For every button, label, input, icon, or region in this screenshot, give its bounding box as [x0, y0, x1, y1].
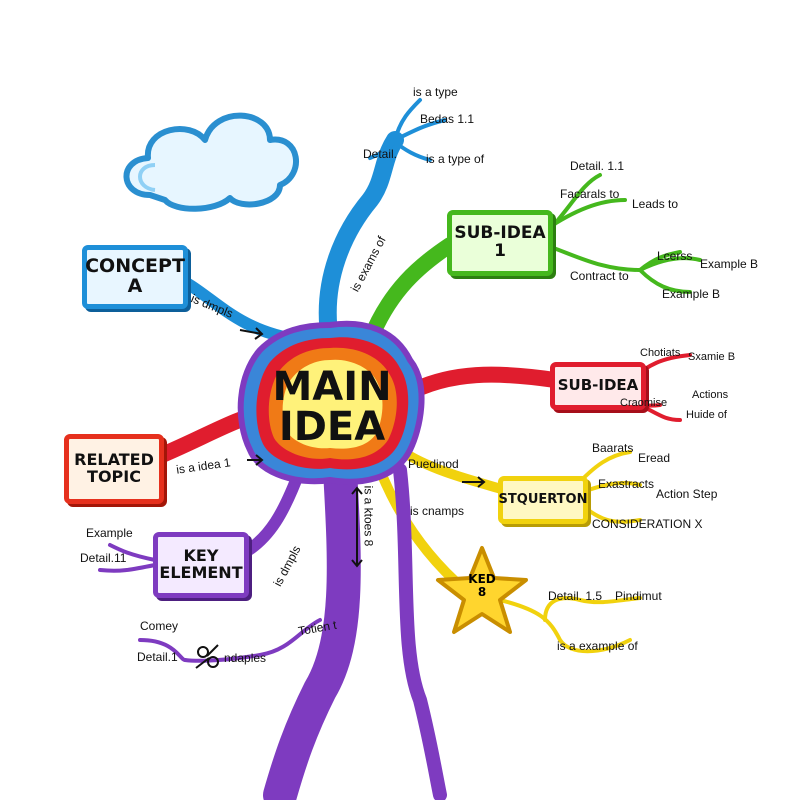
node-key-element[interactable]: KEY ELEMENT [153, 532, 249, 598]
main-idea-title: MAIN IDEA [262, 352, 402, 462]
node-sub-idea[interactable]: SUB-IDEA [550, 362, 646, 410]
leaf-green-6: Example B [700, 257, 759, 271]
concept-a-line-2: A [127, 275, 143, 297]
node-key-star[interactable]: KED 8 [462, 572, 502, 600]
leaf-red-3: Craomise [620, 397, 668, 409]
scissors-icon [195, 644, 219, 669]
main-idea-blob [237, 320, 425, 485]
key-element-line-2: ELEMENT [159, 563, 243, 582]
leaf-green-1: Detail. 1.1 [570, 159, 625, 173]
node-stquerton[interactable]: STQUERTON [498, 476, 588, 524]
key-star-line-2: 8 [477, 585, 487, 600]
key-star-line-1: KED [468, 572, 496, 586]
link-label-purple-trunk: is a ktoes 8 [361, 485, 376, 547]
leaf-key-left-2: Detail.11 [80, 551, 127, 565]
leaf-blue-1: is a type [413, 85, 458, 99]
sub-idea-1-line-2: 1 [494, 241, 506, 261]
leaf-green-7: Example B [662, 287, 721, 301]
leaf-yellow-2: Eread [638, 451, 671, 465]
related-topic-line-1: RELATED [74, 450, 154, 470]
leaf-star-3: is a example of [557, 639, 638, 653]
leaf-yellow-3: Exastracts [598, 477, 655, 491]
leaf-red-4: Actions [692, 389, 729, 401]
node-sub-idea-1[interactable]: SUB-IDEA 1 [447, 210, 553, 276]
leaf-yellow-5: CONSIDERATION X [592, 517, 703, 531]
node-related-topic[interactable]: RELATED TOPIC [64, 434, 164, 504]
leaf-key-left-1: Example [86, 526, 133, 540]
leaf-purple-bottom-2: Detail.1 [137, 650, 178, 664]
leaf-star-2: Pindimut [615, 589, 662, 603]
link-label-yellow-lower: is cnamps [410, 504, 465, 518]
leaf-green-4: Contract to [570, 269, 629, 283]
leaf-blue-2: Bedas 1.1 [420, 112, 475, 126]
main-idea-line-2: IDEA [278, 404, 386, 450]
leaf-green-3: Leads to [632, 197, 679, 211]
leaf-green-5: Lcerss [657, 249, 693, 263]
leaf-yellow-1: Baarats [592, 441, 634, 455]
node-concept-a[interactable]: CONCEPT A [82, 245, 188, 309]
star-icon [436, 546, 528, 634]
link-label-yellow-upper: Puedinod [408, 457, 459, 471]
main-idea-line-1: MAIN [272, 364, 392, 410]
cloud-icon [123, 112, 299, 212]
leaf-purple-bottom-1: Comey [140, 619, 179, 633]
key-element-line-1: KEY [183, 546, 219, 566]
related-topic-line-2: TOPIC [87, 467, 141, 486]
leaf-red-5: Huide of [686, 409, 727, 421]
leaf-blue-3: Detail. [363, 147, 398, 161]
concept-a-line-1: CONCEPT [85, 255, 185, 278]
leaf-blue-4: is a type of [426, 152, 485, 166]
arrow-markers [239, 327, 486, 568]
stquerton-label: STQUERTON [498, 492, 588, 508]
leaf-red-1: Chotiats [640, 347, 681, 359]
leaf-purple-bottom-3: ndaples [224, 651, 267, 665]
leaf-star-1: Detail. 1.5 [548, 589, 603, 603]
leaf-green-2: Facarals to [560, 187, 620, 201]
sub-idea-label: SUB-IDEA [557, 376, 639, 395]
sub-idea-1-line-1: SUB-IDEA [454, 223, 546, 244]
leaf-red-2: Sxamie B [688, 351, 736, 363]
leaf-yellow-4: Action Step [656, 487, 718, 501]
